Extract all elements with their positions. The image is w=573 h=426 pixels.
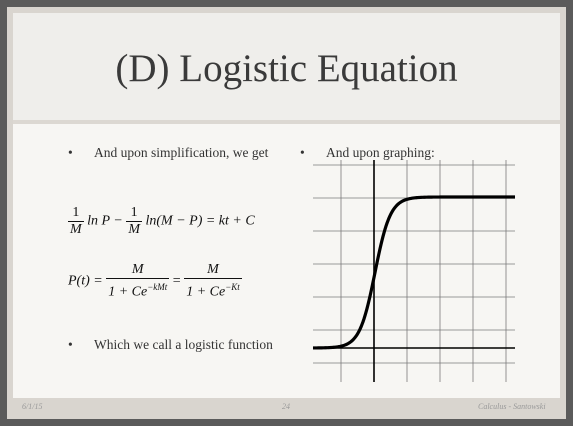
bullet-text: Which we call a logistic function [94,337,273,352]
fraction-numerator: M [106,262,170,279]
footer-date: 6/1/15 [22,402,43,411]
equation-logistic: P(t) = M 1 + Ce−kMt = M 1 + Ce−Kt [68,262,242,301]
equation-simplified: 1 M ln P − 1 M ln(M − P) = kt + C [68,205,255,238]
bullet-marker: • [68,145,73,160]
bullet-text: And upon graphing: [326,145,435,160]
bullet-text: And upon simplification, we get [94,145,269,160]
fraction-numerator: 1 [68,205,84,222]
slide-title: (D) Logistic Equation [115,47,458,90]
denominator-base: 1 + Ce [108,284,148,300]
footer-author: Calculus - Santowski [478,402,546,411]
logistic-graph [313,160,515,382]
fraction-denominator: 1 + Ce−Kt [184,279,242,301]
equation-term: ln P − [87,213,123,229]
bullet-marker: • [68,337,73,352]
fraction-numerator: M [184,262,242,279]
equation-lhs: P(t) = [68,273,103,289]
title-band [13,13,560,120]
fraction-numerator: 1 [126,205,142,222]
logistic-curve [313,195,515,350]
equals-sign: = [172,273,181,289]
fraction-1-over-m: 1 M [68,205,84,238]
equation-term: ln(M − P) = kt + C [145,213,255,229]
fraction-logistic-2: M 1 + Ce−Kt [184,262,242,301]
fraction-1-over-m: 1 M [126,205,142,238]
denominator-exponent: −kMt [147,282,168,292]
fraction-denominator: M [70,222,82,237]
denominator-exponent: −Kt [225,282,240,292]
denominator-base: 1 + Ce [186,284,226,300]
title-rule [13,120,560,124]
fraction-denominator: 1 + Ce−kMt [106,279,169,301]
fraction-denominator: M [128,222,140,237]
graph-grid [313,160,515,382]
bullet-marker: • [300,145,305,160]
slide-number: 24 [282,402,290,411]
fraction-logistic-1: M 1 + Ce−kMt [106,262,170,301]
